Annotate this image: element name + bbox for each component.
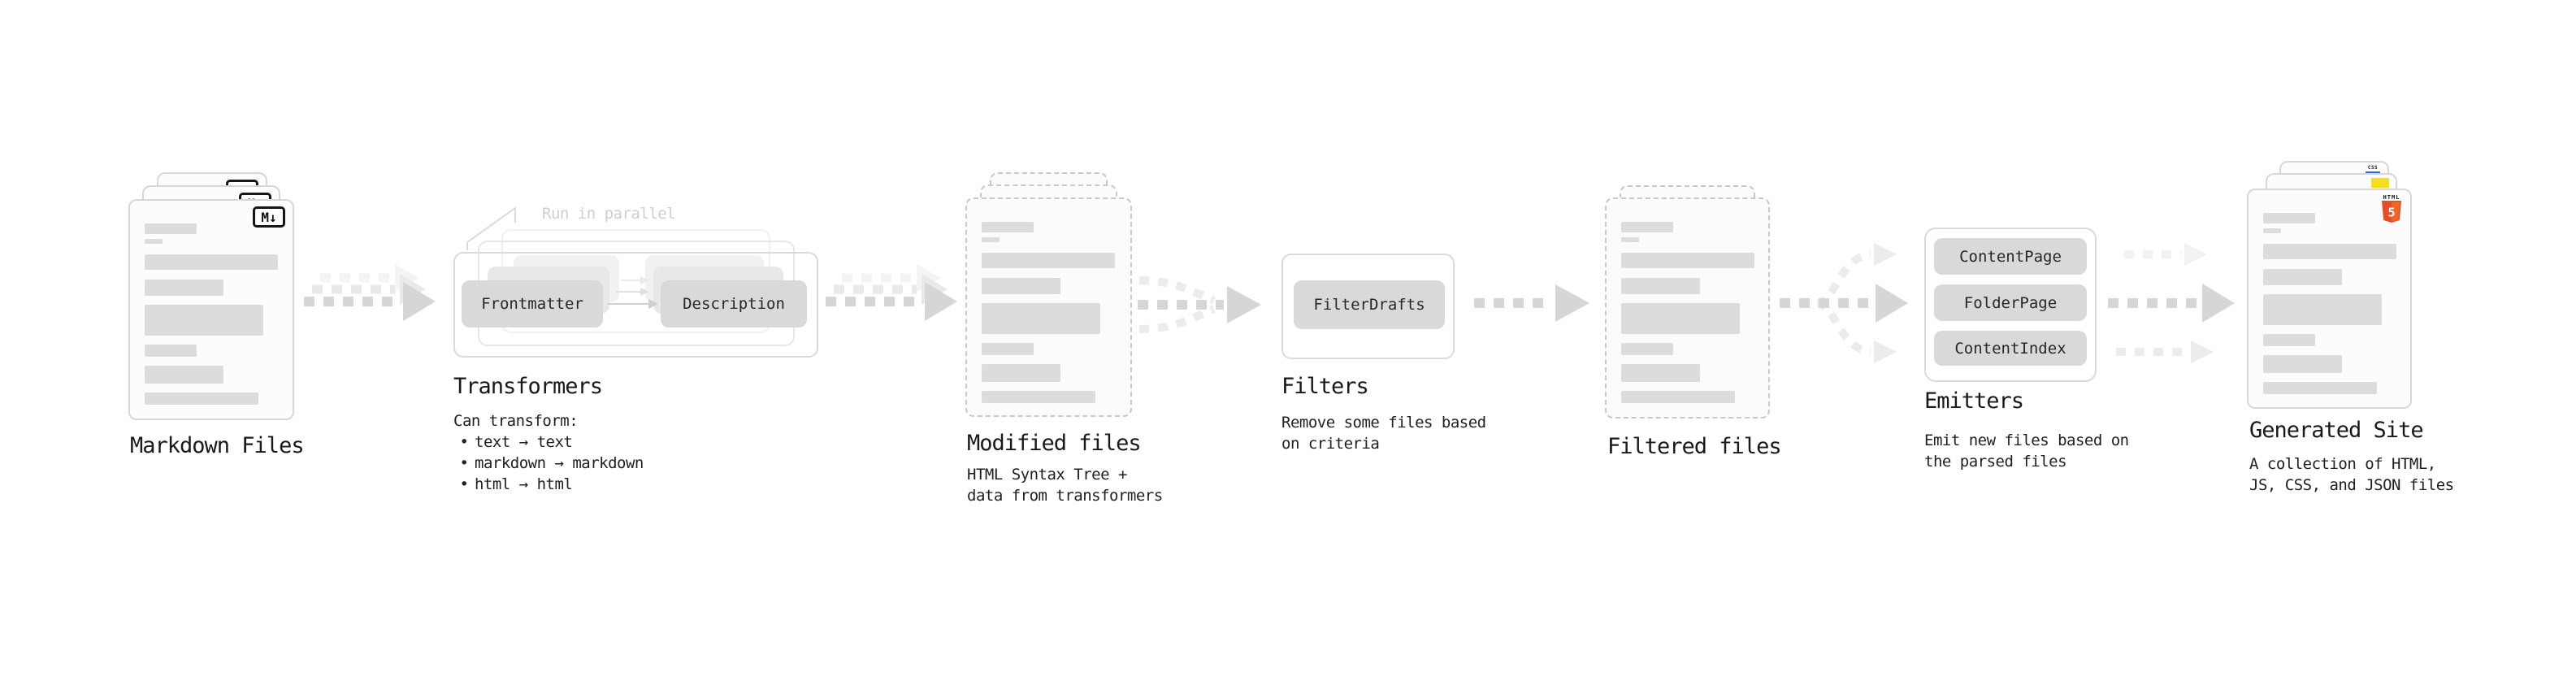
modified-files-label: Modified files	[967, 431, 1142, 456]
filtered-files-label: Filtered files	[1607, 434, 1782, 459]
bullet-item: •text → text	[459, 433, 573, 451]
contentindex-chip: ContentIndex	[1934, 331, 2087, 366]
run-in-parallel-annotation: Run in parallel	[542, 205, 676, 223]
generated-site-description: A collection of HTML, JS, CSS, and JSON …	[2249, 455, 2454, 494]
transformers-bullet-list: •text → text •markdown → markdown •html …	[453, 432, 644, 495]
folderpage-chip: FolderPage	[1934, 284, 2087, 321]
markdown-files-stack: M↓ M↓ M↓	[128, 172, 294, 420]
transformers-group: Frontmatter Description	[453, 228, 818, 358]
arrow-markdown-to-transformers	[304, 264, 436, 321]
arrow-transformers-to-modified	[826, 264, 957, 321]
placeholder-text-bars	[2263, 213, 2396, 394]
filterdrafts-chip: FilterDrafts	[1294, 280, 1445, 329]
placeholder-text-bars	[1621, 222, 1754, 403]
filtered-file-card-front	[1605, 197, 1770, 419]
modified-files-stack	[965, 172, 1132, 417]
css-icon: CSS	[2365, 166, 2381, 176]
arrow-emitters-to-site	[2108, 243, 2235, 363]
generated-site-label: Generated Site	[2249, 418, 2424, 443]
frontmatter-chip: Frontmatter	[462, 280, 603, 327]
emitters-group: ContentPage FolderPage ContentIndex	[1924, 228, 2097, 382]
emitters-description: Emit new files based on the parsed files	[1924, 432, 2129, 471]
generated-site-stack: CSS HTML 5	[2247, 161, 2412, 410]
placeholder-text-bars	[145, 223, 278, 405]
annotation-leader-line	[466, 206, 516, 250]
js-icon	[2371, 178, 2389, 188]
arrow-filtered-to-emitters	[1780, 243, 1908, 363]
transformer-layer-outline-front	[453, 252, 818, 358]
arrow-modified-to-filters	[1138, 276, 1261, 333]
svg-text:5: 5	[2387, 206, 2395, 220]
filters-group: FilterDrafts	[1281, 254, 1455, 359]
contentpage-chip: ContentPage	[1934, 238, 2087, 275]
description-chip: Description	[661, 280, 807, 327]
transformers-label: Transformers	[453, 374, 603, 399]
filtered-files-stack	[1605, 185, 1770, 419]
modified-files-description: HTML Syntax Tree + data from transformer…	[967, 466, 1163, 505]
filters-description: Remove some files based on criteria	[1281, 414, 1486, 453]
arrow-filters-to-filtered	[1474, 284, 1589, 322]
emitters-label: Emitters	[1924, 388, 2024, 414]
transformers-note-title: Can transform:	[453, 412, 579, 430]
html5-icon: HTML 5	[2381, 194, 2402, 223]
html-file-card: HTML 5	[2247, 189, 2412, 409]
markdown-file-card-front: M↓	[128, 199, 294, 420]
modified-file-card-front	[965, 197, 1132, 417]
bullet-item: •html → html	[459, 475, 573, 493]
bullet-item: •markdown → markdown	[459, 454, 644, 472]
markdown-icon: M↓	[253, 206, 285, 228]
filters-label: Filters	[1281, 374, 1369, 399]
placeholder-text-bars	[982, 222, 1115, 403]
markdown-files-label: Markdown Files	[130, 433, 305, 458]
